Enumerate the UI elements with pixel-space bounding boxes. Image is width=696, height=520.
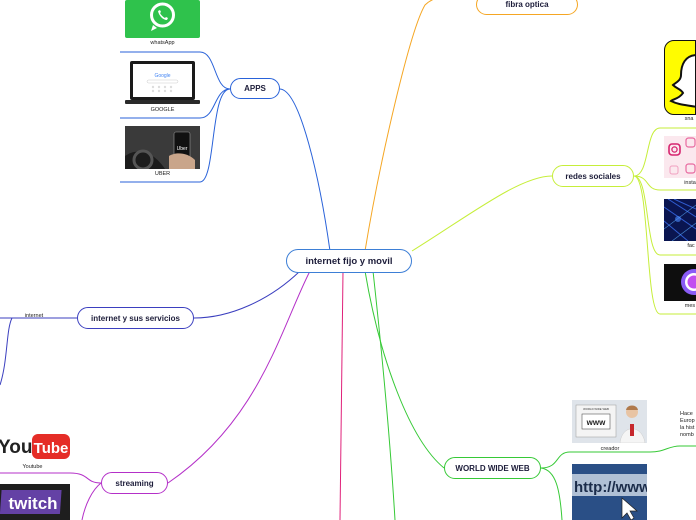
branch-streaming[interactable]: streaming	[101, 472, 168, 494]
svg-text:You: You	[0, 437, 32, 458]
leaf-whatsapp-label: whatsApp	[150, 40, 175, 46]
leaf-messenger-label: mes	[684, 303, 696, 309]
instagram-icon[interactable]	[664, 136, 696, 178]
leaf-snapchat-label: sna	[684, 116, 694, 122]
www-photo[interactable]: WORLD WIDE WEB www	[572, 400, 647, 443]
branch-fibra-optica[interactable]: fibra optica	[476, 0, 578, 15]
www-note: Hace Europ la hist nomb	[680, 411, 695, 439]
svg-text:twitch: twitch	[8, 494, 57, 513]
uber-phone-icon[interactable]: Uber	[125, 126, 200, 169]
leaf-youtube-label: Youtube	[22, 464, 43, 470]
leaf-uber-label: UBER	[154, 171, 171, 177]
www-note-line: la hist	[680, 425, 695, 431]
facebook-image[interactable]	[664, 199, 696, 241]
svg-text:Uber: Uber	[177, 146, 188, 152]
svg-text:Tube: Tube	[34, 440, 69, 457]
branch-internet-servicios[interactable]: internet y sus servicios	[77, 307, 194, 329]
www-note-line: nomb	[680, 432, 694, 438]
twitch-logo[interactable]: twitch	[0, 484, 70, 520]
www-note-line: Europ	[680, 418, 695, 424]
leaf-internet-label: internet	[24, 313, 44, 319]
svg-text:WORLD WIDE WEB: WORLD WIDE WEB	[583, 407, 609, 411]
branch-apps-label: APPS	[244, 84, 266, 93]
branch-redes-sociales-label: redes sociales	[565, 171, 621, 181]
http-image[interactable]: http://www	[572, 464, 647, 520]
laptop-icon[interactable]: Google	[125, 60, 200, 105]
www-note-line: Hace	[680, 411, 693, 417]
branch-www[interactable]: WORLD WIDE WEB	[444, 457, 541, 479]
whatsapp-icon[interactable]	[125, 0, 200, 38]
central-topic[interactable]: internet fijo y movil	[286, 249, 412, 273]
central-topic-label: internet fijo y movil	[305, 255, 393, 267]
leaf-facebook-label: fac	[687, 243, 695, 249]
branch-www-label: WORLD WIDE WEB	[455, 463, 530, 473]
youtube-logo[interactable]: You Tube	[0, 430, 70, 462]
svg-text:www: www	[586, 418, 606, 427]
leaf-creador-label: creador	[600, 446, 620, 452]
svg-text:Google: Google	[154, 73, 170, 79]
branch-internet-servicios-label: internet y sus servicios	[91, 313, 180, 323]
leaf-google-label: GOOGLE	[150, 107, 175, 113]
branch-streaming-label: streaming	[115, 478, 154, 488]
leaf-instagram-label: insta	[684, 180, 696, 186]
svg-text:http://www: http://www	[574, 479, 647, 496]
branch-apps[interactable]: APPS	[230, 78, 280, 99]
branch-fibra-optica-label: fibra optica	[505, 0, 549, 9]
snapchat-icon[interactable]	[664, 40, 696, 115]
branch-redes-sociales[interactable]: redes sociales	[552, 165, 634, 187]
messenger-icon[interactable]	[664, 264, 696, 301]
